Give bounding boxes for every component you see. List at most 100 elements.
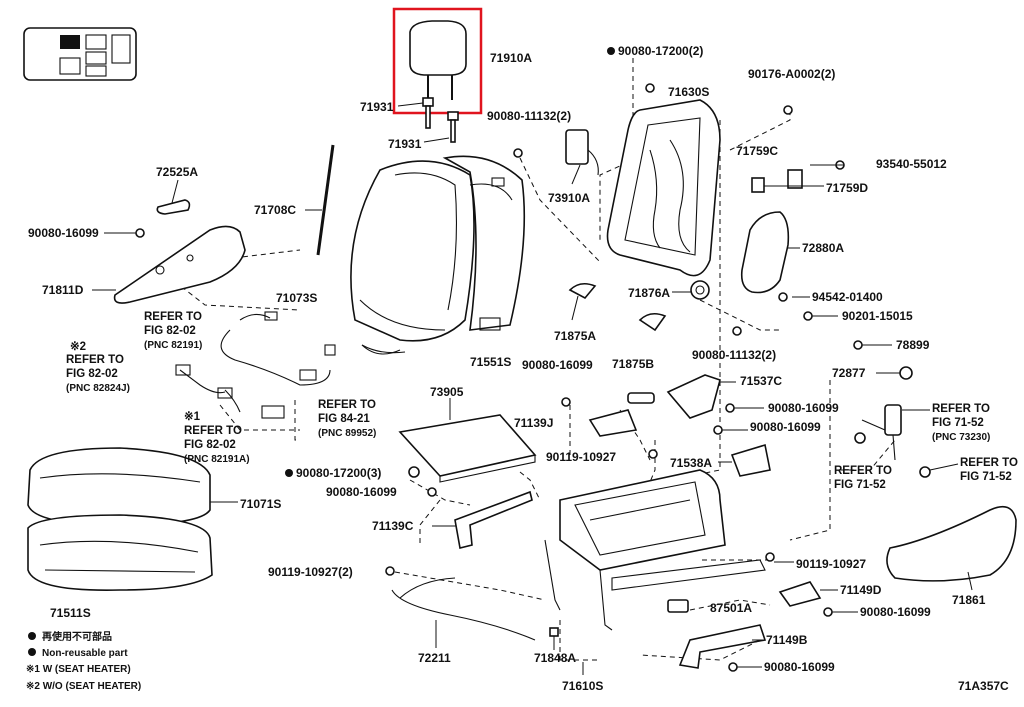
svg-text:REFER TO: REFER TO (184, 425, 242, 437)
cover-71149D[interactable] (778, 581, 838, 607)
ref-note-6: REFER TO FIG 71-52 (834, 465, 892, 491)
label-71876A: 71876A (628, 286, 670, 300)
legend-note-1: ※1 W (SEAT HEATER) (26, 664, 131, 675)
cushion-frame-71610S[interactable] (544, 469, 766, 675)
label-71910A: 71910A (490, 51, 532, 65)
cover-72525A[interactable] (156, 179, 191, 215)
seatback-frame-71630S[interactable] (606, 99, 721, 300)
legend-reuse-jp: 再使用不可部品 (42, 630, 112, 643)
bolt-90080-16099-a[interactable] (104, 228, 145, 238)
clip-71759C[interactable] (751, 169, 824, 193)
headrest-guide-71931[interactable] (397, 97, 459, 143)
label-78899: 78899 (896, 338, 930, 352)
label-90119-10927-a: 90119-10927 (546, 450, 616, 464)
label-90080-17200-b: 90080-17200(3) (296, 466, 381, 480)
label-71861: 71861 (952, 593, 986, 607)
wire-harness (175, 311, 406, 419)
svg-text:(PNC 82191): (PNC 82191) (144, 340, 202, 351)
svg-text:FIG 71-52: FIG 71-52 (932, 417, 984, 429)
label-71139J: 71139J (514, 416, 553, 430)
label-71149B: 71149B (766, 633, 808, 647)
non-reusable-markers (285, 47, 615, 477)
seat-position-icon (23, 27, 137, 81)
ref-note-5: REFER TO FIG 71-52 (PNC 73230) (932, 403, 990, 443)
label-90176: 90176-A0002(2) (748, 67, 835, 81)
label-90080-16099-b: 90080-16099 (522, 358, 593, 372)
label-90201: 90201-15015 (842, 309, 913, 323)
bracket-71139J[interactable] (561, 397, 638, 437)
svg-text:REFER TO: REFER TO (960, 457, 1018, 469)
cover-72880A[interactable] (740, 211, 800, 294)
label-72877: 72877 (832, 366, 866, 380)
label-71759C: 71759C (736, 144, 778, 158)
ref-note-1: REFER TO FIG 82-02 (PNC 82191) (144, 311, 202, 351)
svg-text:(PNC 89952): (PNC 89952) (318, 428, 376, 439)
wire-72211[interactable] (391, 577, 536, 648)
label-90080-16099-f: 90080-16099 (860, 605, 931, 619)
svg-text:FIG 82-02: FIG 82-02 (184, 439, 236, 451)
svg-text:(PNC 82824J): (PNC 82824J) (66, 383, 130, 394)
seat-belt-buckle (854, 404, 959, 478)
clips-71875-71876[interactable] (568, 282, 667, 404)
label-71811D: 71811D (42, 283, 84, 297)
label-71875A: 71875A (554, 329, 596, 343)
svg-text:REFER TO: REFER TO (834, 465, 892, 477)
label-71931-a: 71931 (360, 100, 394, 114)
non-reusable-dot-icon-2 (28, 648, 36, 656)
label-71630S: 71630S (668, 85, 709, 99)
label-90080-17200-a: 90080-17200(2) (618, 44, 703, 58)
label-71511S: 71511S (50, 606, 91, 620)
svg-text:※2: ※2 (70, 340, 86, 353)
label-90080-16099-c: 90080-16099 (768, 401, 839, 415)
rod-71708C[interactable] (305, 144, 335, 256)
label-71551S: 71551S (470, 355, 511, 369)
label-90080-11132-a: 90080-11132(2) (487, 109, 571, 123)
label-71149D: 71149D (840, 583, 882, 597)
label-94542: 94542-01400 (812, 290, 883, 304)
label-90080-16099-e: 90080-16099 (326, 485, 397, 499)
bolt-71848A[interactable] (549, 627, 559, 650)
bolts-mid (408, 403, 764, 497)
label-73910A: 73910A (548, 191, 590, 205)
svg-text:REFER TO: REFER TO (66, 354, 124, 366)
cover-71149B[interactable] (678, 624, 767, 669)
label-71139C: 71139C (372, 519, 414, 533)
label-90119-10927-b: 90119-10927(2) (268, 565, 353, 579)
highlight-box (392, 7, 483, 115)
seatback-pad-71551S[interactable] (442, 155, 526, 331)
svg-text:REFER TO: REFER TO (318, 399, 376, 411)
legend-note-2: ※2 W/O (SEAT HEATER) (26, 681, 141, 692)
label-71931-b: 71931 (388, 137, 422, 151)
label-90080-11132-b: 90080-11132(2) (692, 348, 776, 362)
ref-note-2: ※2 REFER TO FIG 82-02 (PNC 82824J) (66, 340, 130, 394)
label-71610S: 71610S (562, 679, 603, 693)
bracket-71139C[interactable] (432, 490, 533, 549)
svg-text:FIG 82-02: FIG 82-02 (144, 325, 196, 337)
label-72880A: 72880A (802, 241, 844, 255)
screws-right-column (513, 83, 913, 380)
label-73905: 73905 (430, 385, 464, 399)
cushion-pad-71511S[interactable] (27, 514, 213, 591)
part-labels: 71910A 71931 71931 72525A 71708C 90080-1… (28, 44, 986, 693)
label-71759D: 71759D (826, 181, 868, 195)
seat-heater-73905[interactable] (398, 398, 537, 483)
connector-87501A[interactable] (667, 599, 689, 613)
headrest-71910A[interactable] (392, 7, 483, 115)
airbag-module-73910A[interactable] (565, 129, 599, 185)
bolts-bottom (385, 552, 858, 672)
side-cover-71861[interactable] (886, 505, 1017, 591)
label-93540: 93540-55012 (876, 157, 947, 171)
seatback-cover-71073S[interactable] (350, 160, 475, 355)
label-71537C: 71537C (740, 374, 782, 388)
recliner-cover-71537C[interactable] (666, 374, 736, 419)
label-71848A: 71848A (534, 651, 576, 665)
svg-text:REFER TO: REFER TO (932, 403, 990, 415)
bracket-71538A[interactable] (718, 443, 771, 477)
label-71538A: 71538A (670, 456, 712, 470)
svg-text:(PNC 73230): (PNC 73230) (932, 432, 990, 443)
diagram-code: 71A357C (958, 679, 1009, 693)
side-shield-71811D[interactable] (92, 225, 246, 304)
svg-text:FIG 84-21: FIG 84-21 (318, 413, 370, 425)
